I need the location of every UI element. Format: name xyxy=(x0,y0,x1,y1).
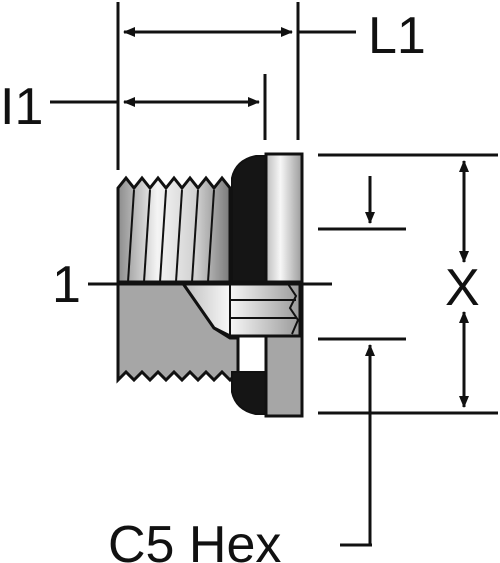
section-body xyxy=(116,280,240,384)
label-l1: L1 xyxy=(368,7,426,65)
dimension-x: X xyxy=(318,153,498,415)
thread-exterior xyxy=(116,175,232,284)
label-x: X xyxy=(445,259,480,317)
label-1: 1 xyxy=(52,256,81,314)
dimension-i1: I1 xyxy=(0,78,260,136)
label-c5-hex: C5 Hex xyxy=(108,516,281,563)
centerline-1: 1 xyxy=(52,256,332,314)
extension-lines xyxy=(116,2,300,170)
hex-socket xyxy=(179,280,302,338)
dimension-hex: C5 Hex xyxy=(108,176,406,563)
o-ring xyxy=(231,155,269,415)
dimension-l1: L1 xyxy=(123,7,426,65)
label-i1: I1 xyxy=(0,78,43,136)
